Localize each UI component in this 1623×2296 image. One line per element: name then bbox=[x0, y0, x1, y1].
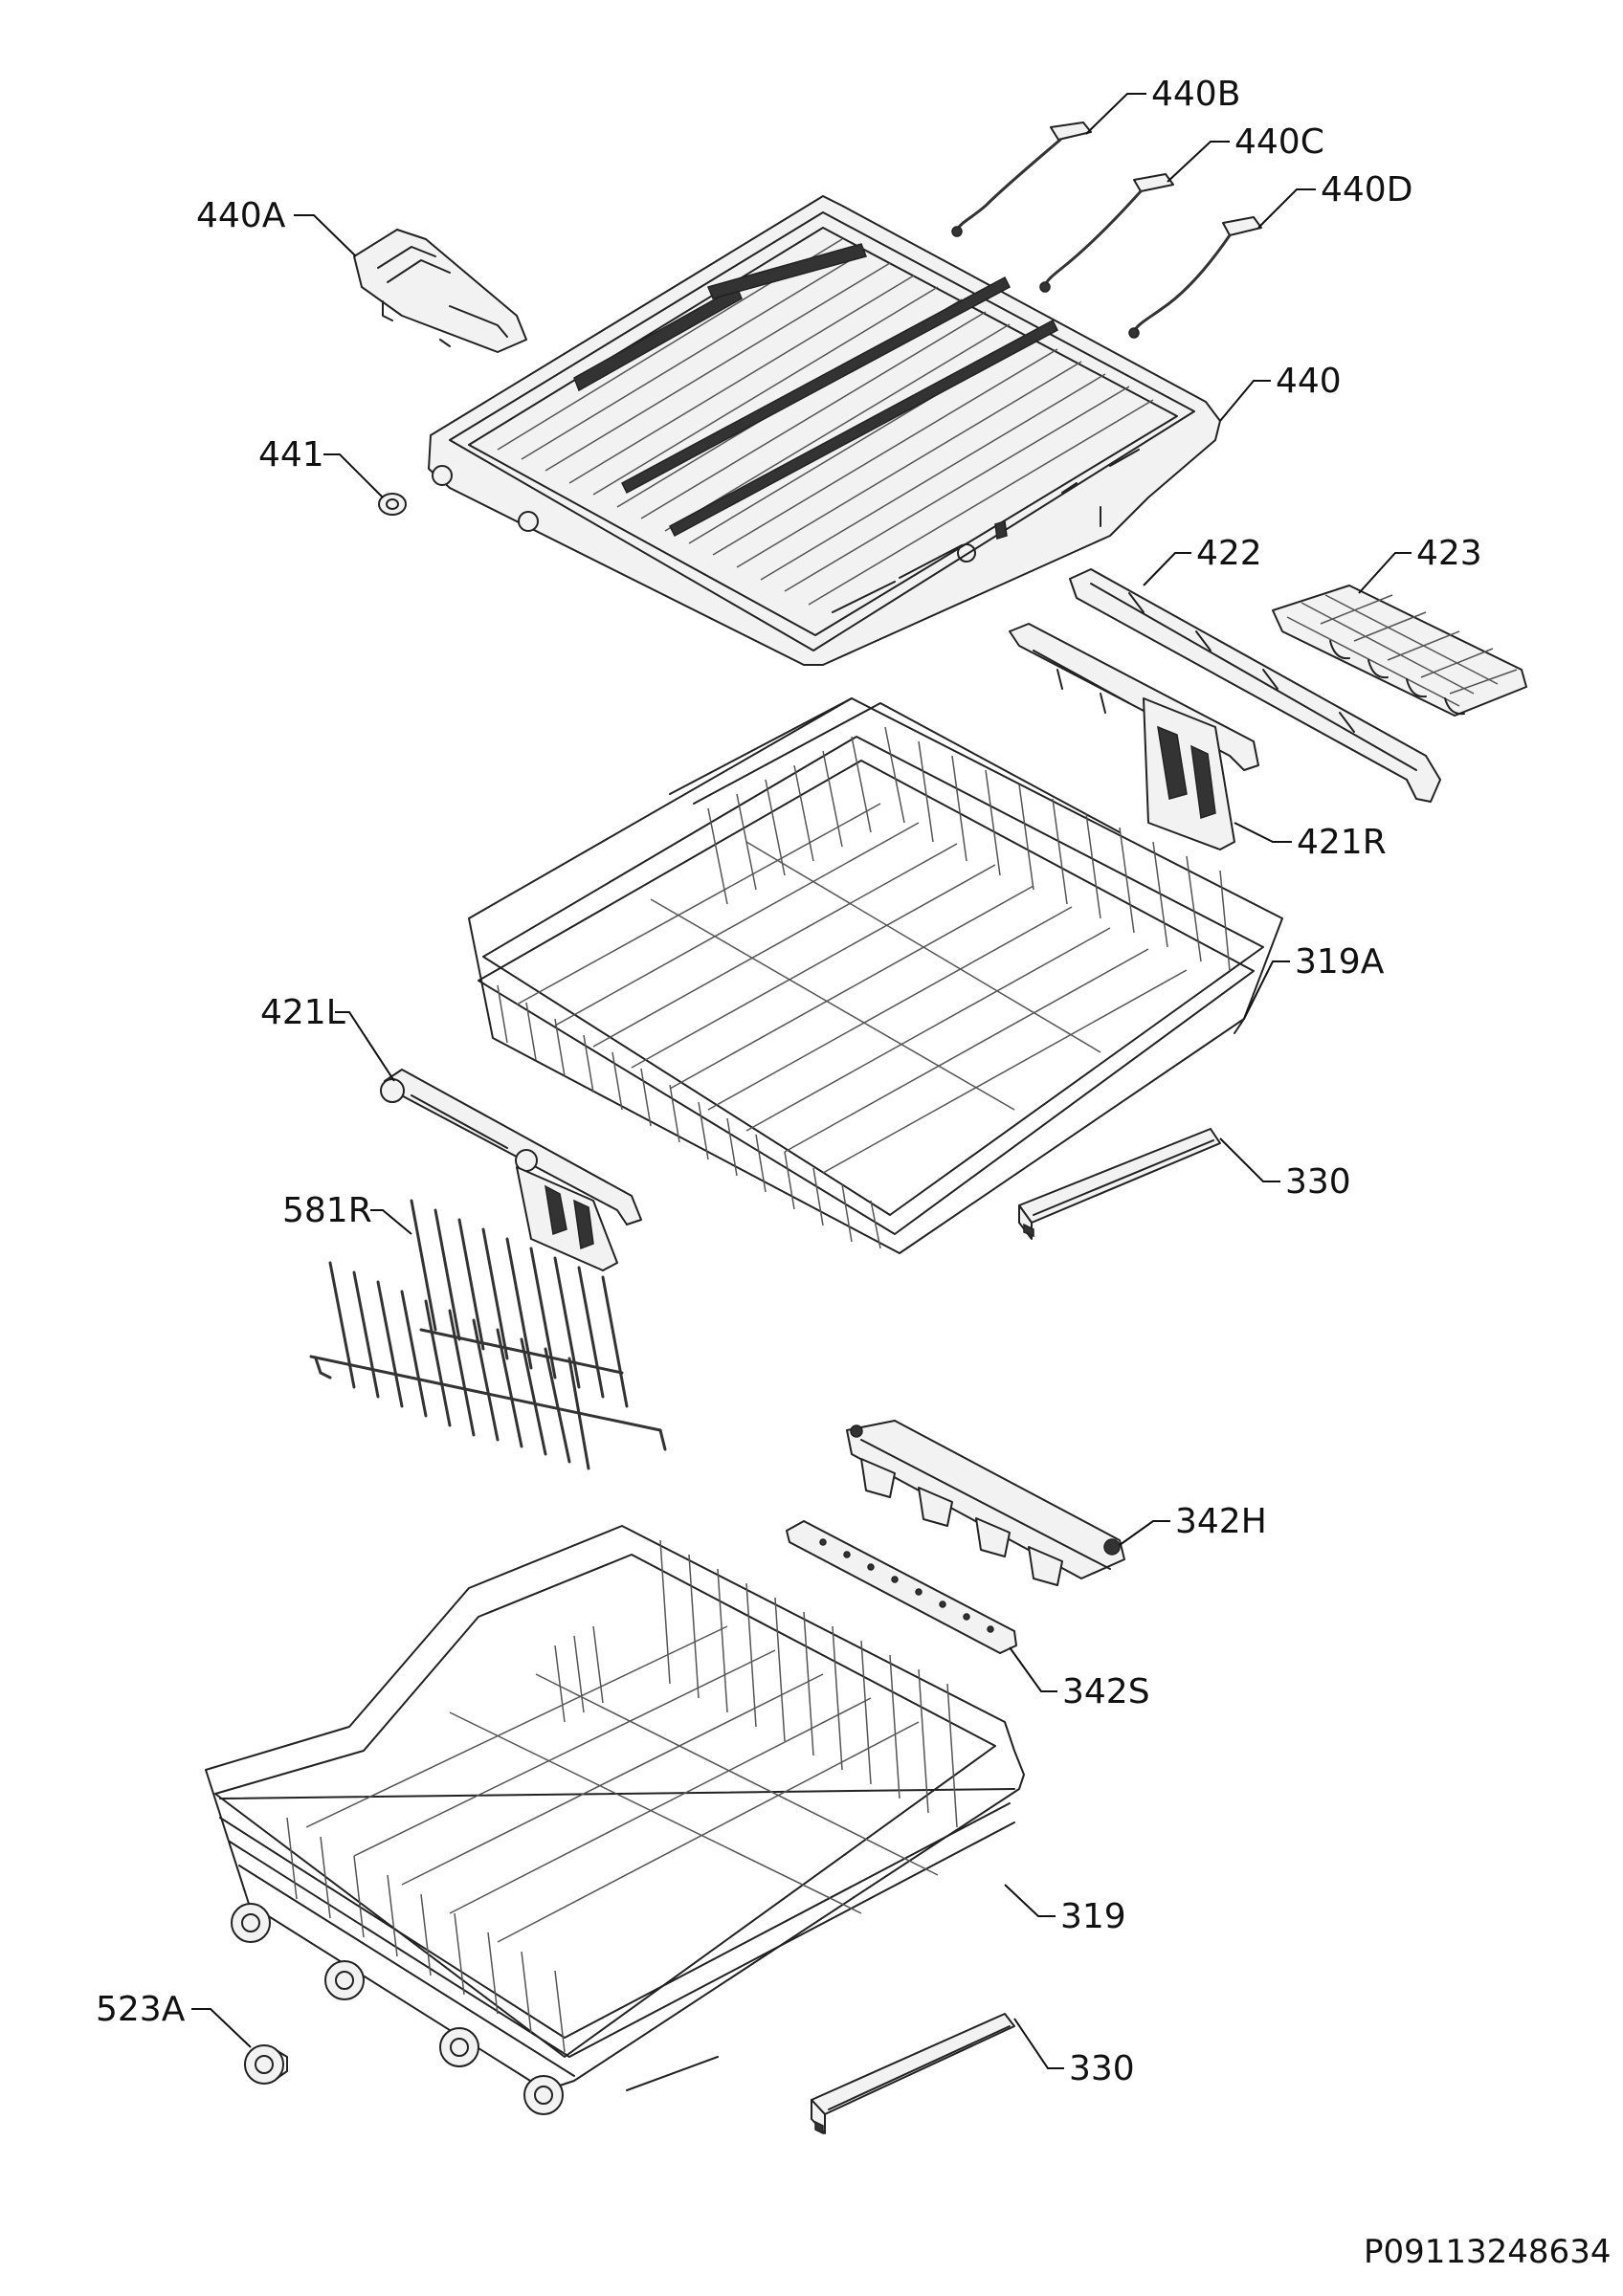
part-423-grid bbox=[1272, 585, 1527, 717]
label-319a: 319A bbox=[1295, 942, 1385, 982]
part-319a-upper-basket bbox=[468, 697, 1283, 1254]
label-440: 440 bbox=[1276, 362, 1342, 401]
drawing-code: P09113248634 bbox=[1364, 2233, 1611, 2271]
part-421l-adjuster bbox=[380, 1069, 642, 1271]
part-440a-bracket bbox=[353, 229, 527, 353]
label-421r: 421R bbox=[1297, 823, 1387, 862]
part-581r-tine-rack bbox=[309, 1199, 667, 1470]
part-440-cutlery-tray bbox=[428, 195, 1221, 666]
part-330-upper-strip bbox=[1018, 1128, 1221, 1240]
part-422-rail bbox=[1069, 568, 1441, 803]
label-422: 422 bbox=[1196, 534, 1262, 573]
part-441-nut bbox=[378, 493, 407, 516]
label-440c: 440C bbox=[1234, 122, 1324, 162]
leader-lines bbox=[191, 93, 1412, 2069]
label-330-lower: 330 bbox=[1069, 2049, 1135, 2088]
basket-wheels bbox=[231, 1903, 564, 2115]
label-440a: 440A bbox=[196, 196, 286, 235]
label-440b: 440B bbox=[1151, 75, 1240, 114]
part-342s-strip bbox=[786, 1520, 1017, 1654]
part-330-lower-strip bbox=[811, 2013, 1015, 2135]
part-421r-adjuster bbox=[1009, 623, 1259, 850]
label-330-upper: 330 bbox=[1285, 1162, 1351, 1202]
part-523a-wheel bbox=[244, 2044, 288, 2085]
part-440d-clip bbox=[1128, 216, 1262, 339]
label-423: 423 bbox=[1416, 534, 1482, 573]
label-342s: 342S bbox=[1062, 1672, 1150, 1711]
label-319: 319 bbox=[1060, 1897, 1126, 1936]
part-319-lower-basket bbox=[205, 1525, 1025, 2115]
label-342h: 342H bbox=[1175, 1502, 1267, 1541]
label-523a: 523A bbox=[96, 1990, 186, 2029]
part-440c-clip bbox=[1039, 173, 1174, 293]
label-440d: 440D bbox=[1321, 170, 1412, 210]
part-440b-clip bbox=[951, 121, 1092, 237]
label-581r: 581R bbox=[282, 1191, 372, 1230]
part-342h-holder bbox=[846, 1420, 1125, 1586]
label-441: 441 bbox=[258, 435, 324, 475]
label-421l: 421L bbox=[260, 993, 345, 1032]
